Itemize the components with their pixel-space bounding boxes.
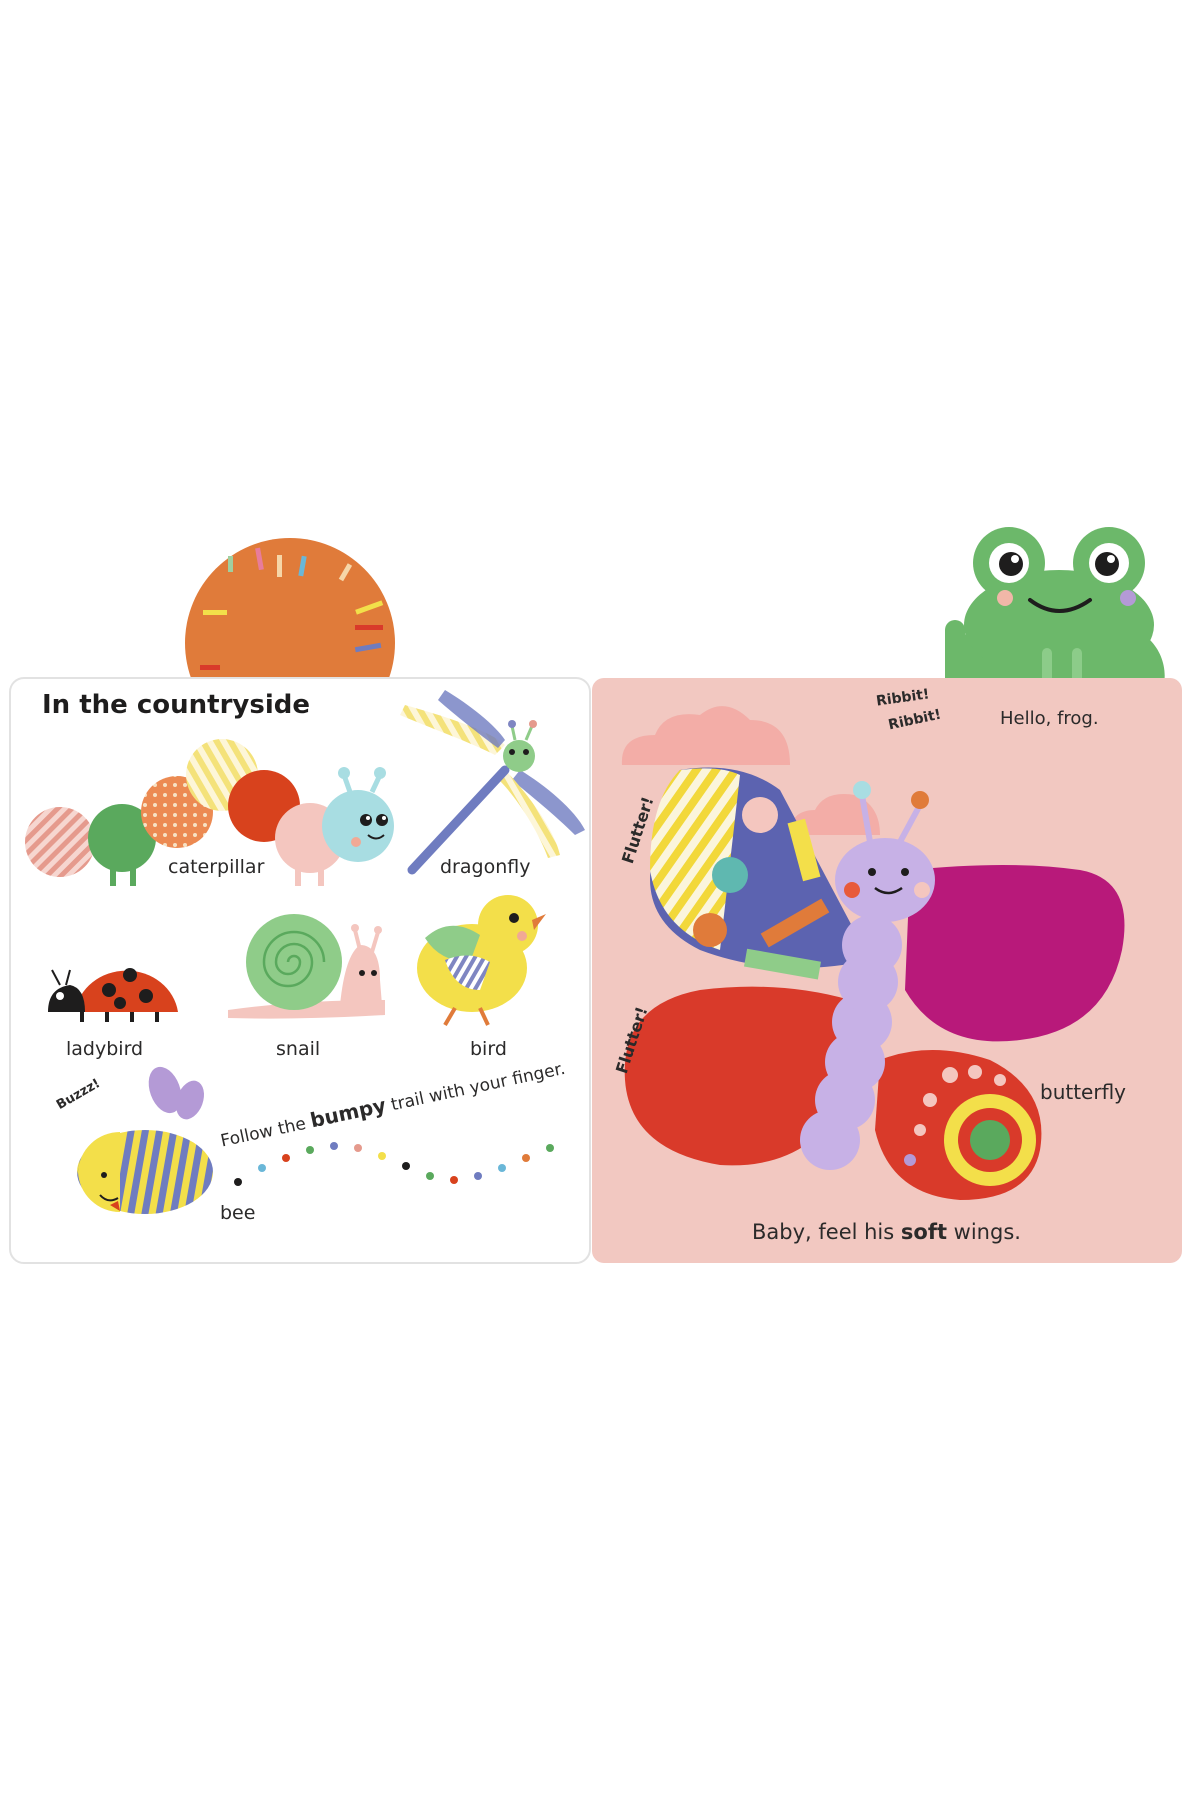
bee-illustration (77, 1066, 213, 1214)
dragonfly-illustration (400, 690, 585, 875)
bird-illustration (417, 895, 546, 1027)
ladybird-illustration (48, 968, 178, 1022)
caption: Baby, feel his soft wings. (752, 1220, 1021, 1244)
caption-emphasis: soft (900, 1220, 947, 1244)
page-title: In the countryside (42, 690, 310, 720)
bumpy-trail (234, 1142, 554, 1186)
ladybird-label: ladybird (66, 1038, 144, 1060)
frog-tab (945, 527, 1165, 700)
caption-part1: Baby, feel his (752, 1220, 901, 1244)
bee-label: bee (220, 1202, 256, 1224)
butterfly-label: butterfly (1040, 1080, 1127, 1104)
caterpillar-label: caterpillar (168, 856, 265, 878)
bird-label: bird (470, 1038, 507, 1060)
butterfly-illustration (624, 767, 1125, 1200)
hello-frog-label: Hello, frog. (1000, 708, 1099, 729)
dragonfly-label: dragonfly (440, 856, 531, 878)
snail-illustration (228, 914, 385, 1019)
snail-label: snail (276, 1038, 321, 1060)
caption-part2: wings. (947, 1220, 1021, 1244)
clouds (621, 706, 880, 835)
caterpillar-illustration (25, 739, 394, 886)
